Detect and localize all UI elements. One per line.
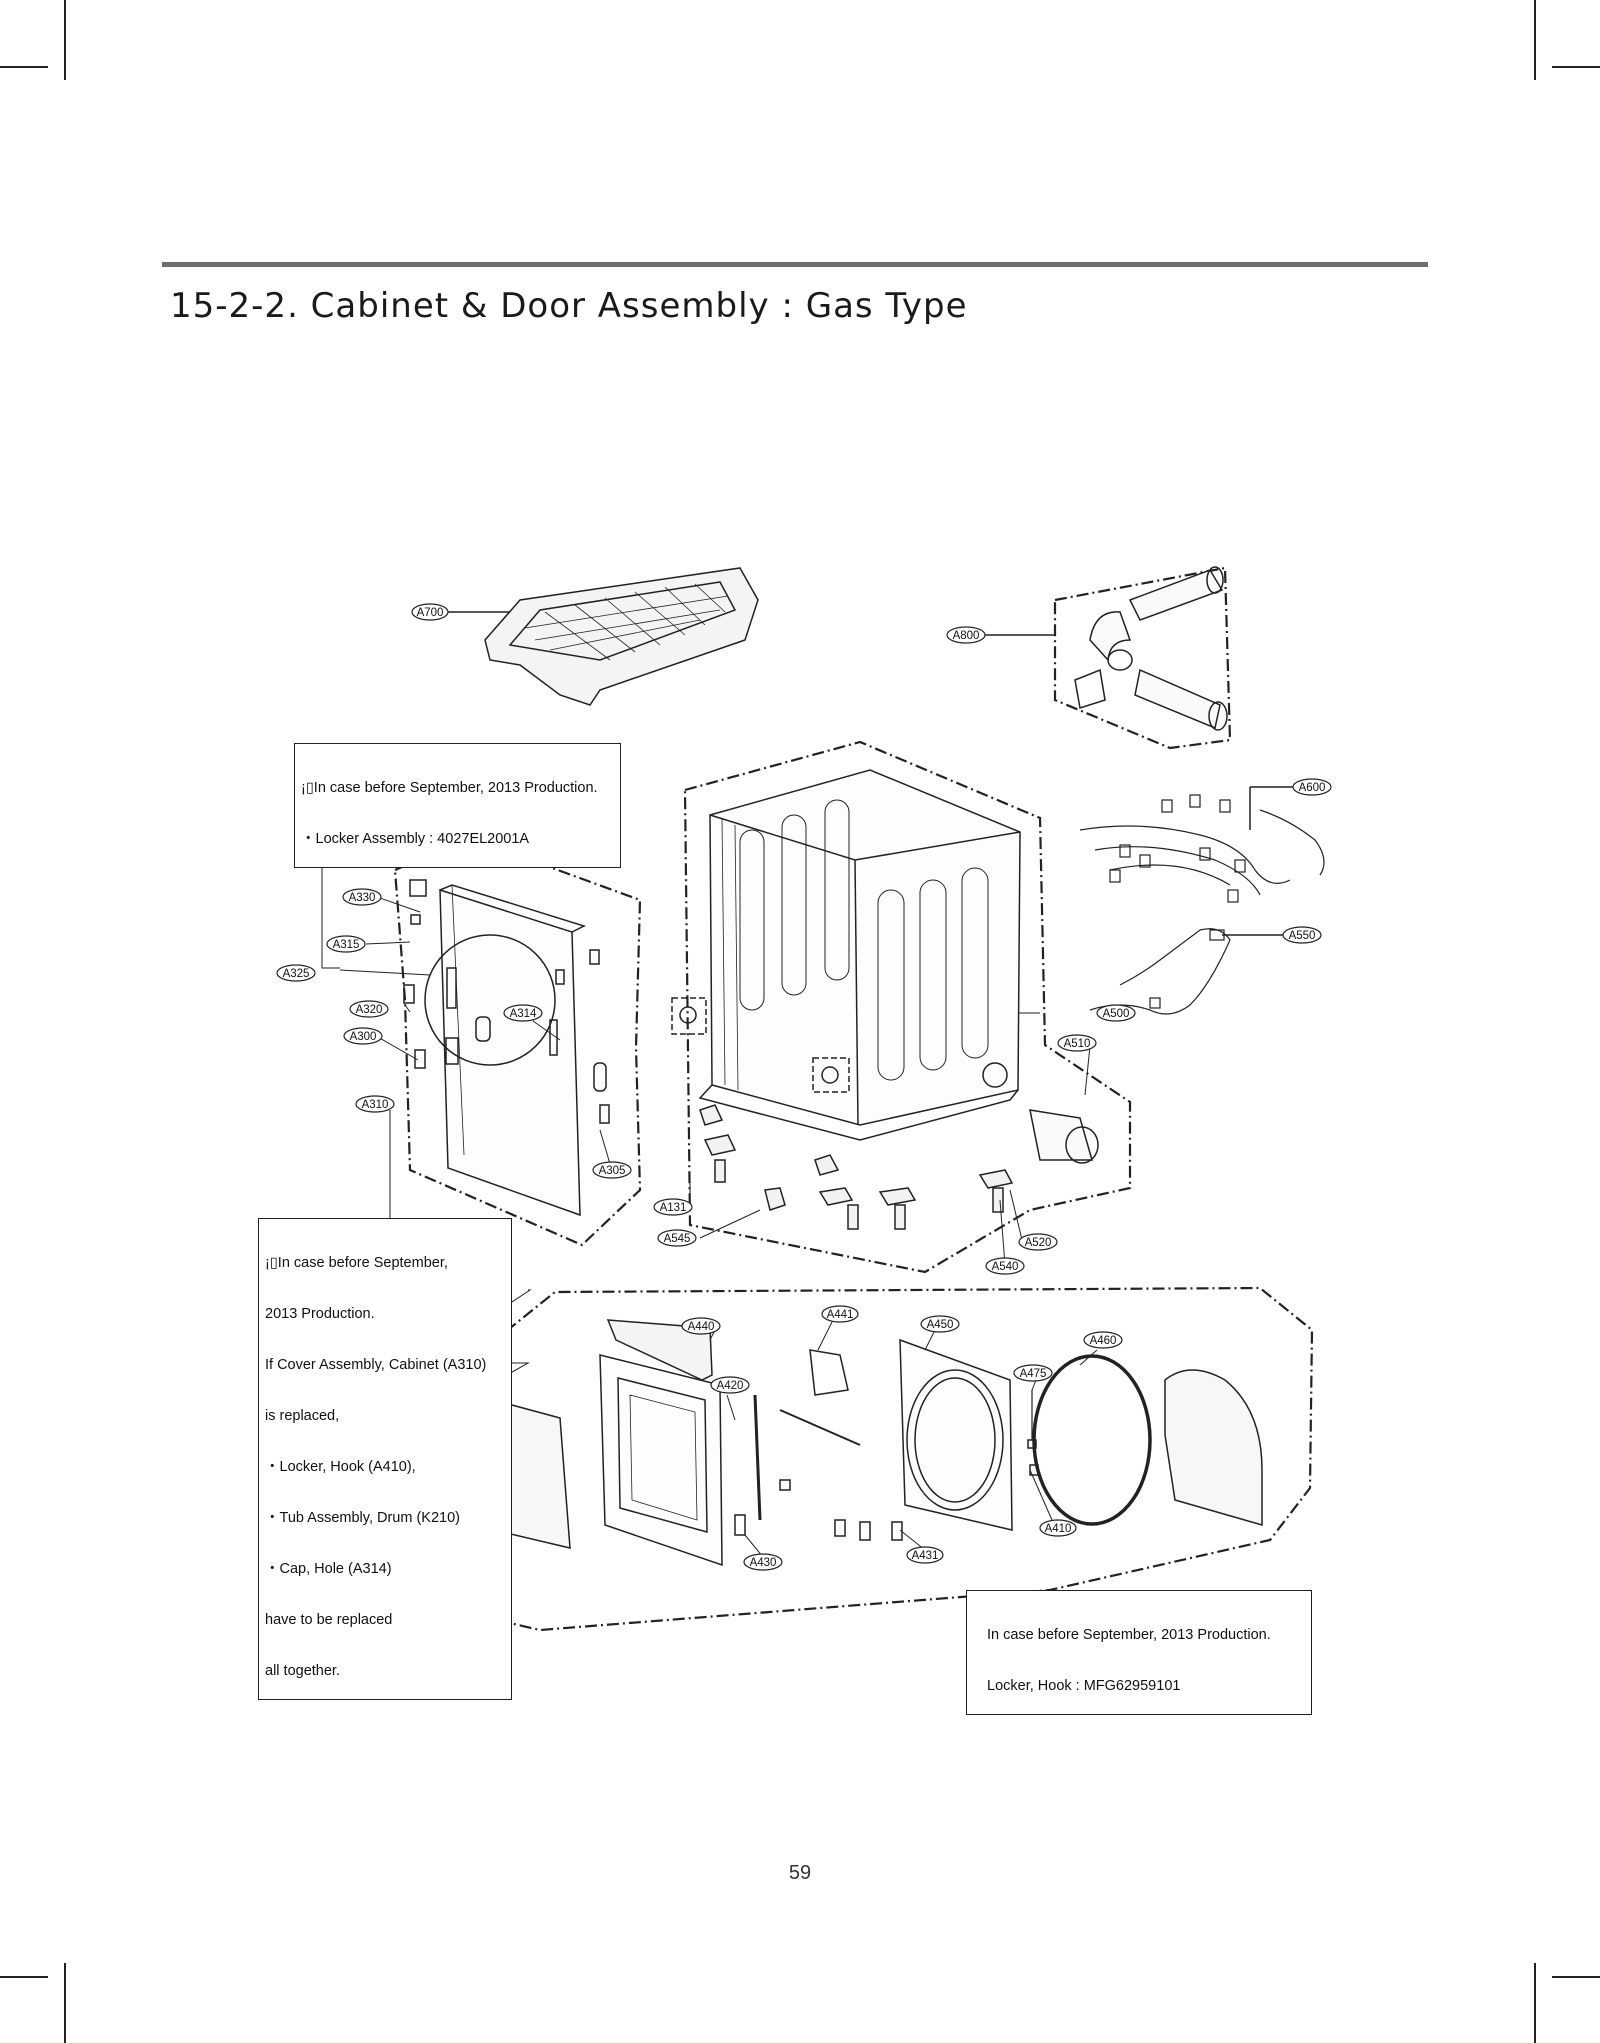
part-label-a475: A475: [1013, 1364, 1053, 1382]
svg-text:A460: A460: [1090, 1335, 1117, 1347]
svg-text:A510: A510: [1064, 1038, 1091, 1050]
note-locker-hook: In case before September, 2013 Productio…: [966, 1590, 1312, 1715]
part-label-a310: A310: [355, 1095, 395, 1113]
header-rule: [162, 262, 1428, 267]
note-line: 2013 Production.: [265, 1306, 375, 1322]
part-label-a540: A540: [985, 1257, 1025, 1275]
part-label-a550: A550: [1282, 926, 1322, 944]
door-assembly-icon: [599, 1354, 723, 1567]
svg-text:A540: A540: [992, 1261, 1019, 1273]
crop-mark: [1534, 0, 1536, 80]
crop-mark: [64, 0, 66, 80]
part-label-a300: A300: [343, 1027, 383, 1045]
svg-text:A600: A600: [1299, 782, 1326, 794]
crop-mark: [1552, 1976, 1600, 1978]
svg-text:A500: A500: [1103, 1008, 1130, 1020]
svg-text:A410: A410: [1045, 1523, 1072, 1535]
note-line: ・Cap, Hole (A314): [265, 1561, 392, 1577]
part-label-a600: A600: [1292, 778, 1332, 796]
note-line: all together.: [265, 1663, 340, 1679]
note-line: ・Tub Assembly, Drum (K210): [265, 1510, 460, 1526]
part-label-a440: A440: [681, 1317, 721, 1335]
svg-text:A330: A330: [349, 892, 376, 904]
crop-mark: [0, 66, 48, 68]
svg-text:A800: A800: [953, 630, 980, 642]
svg-text:A440: A440: [688, 1321, 715, 1333]
part-label-a545: A545: [657, 1229, 697, 1247]
note-line: ¡▯In case before September, 2013 Product…: [301, 780, 598, 796]
part-label-a420: A420: [710, 1376, 750, 1394]
part-label-a520: A520: [1018, 1233, 1058, 1251]
note-line: If Cover Assembly, Cabinet (A310): [265, 1357, 487, 1373]
part-label-a410: A410: [1039, 1519, 1077, 1537]
part-label-a325: A325: [276, 964, 316, 982]
part-label-a460: A460: [1083, 1331, 1123, 1349]
svg-text:A310: A310: [362, 1099, 389, 1111]
svg-text:A420: A420: [717, 1380, 744, 1392]
note-locker-assembly: ¡▯In case before September, 2013 Product…: [294, 743, 621, 868]
note-line: ・Locker Assembly : 4027EL2001A: [301, 831, 530, 847]
part-label-a315: A315: [326, 935, 366, 953]
part-label-a500: A500: [1096, 1004, 1136, 1022]
part-label-a441: A441: [821, 1305, 859, 1323]
note-line: In case before September, 2013 Productio…: [987, 1627, 1271, 1643]
svg-text:A315: A315: [333, 939, 360, 951]
wire-harness-icon: [1079, 794, 1325, 903]
bracket-icon: [679, 1006, 697, 1024]
svg-text:A441: A441: [827, 1309, 854, 1321]
foot-icon: [699, 1104, 1014, 1230]
part-label-a450: A450: [920, 1315, 960, 1333]
note-line: ・Locker, Hook (A410),: [265, 1459, 416, 1475]
svg-text:A300: A300: [350, 1031, 377, 1043]
svg-text:A305: A305: [599, 1165, 626, 1177]
part-label-a330: A330: [342, 888, 382, 906]
svg-text:A314: A314: [510, 1008, 537, 1020]
page-title: 15-2-2. Cabinet & Door Assembly : Gas Ty…: [170, 286, 968, 326]
svg-text:A545: A545: [664, 1233, 691, 1245]
part-label-a700: A700: [411, 603, 449, 621]
part-label-a510: A510: [1057, 1034, 1097, 1052]
svg-text:A700: A700: [417, 607, 444, 619]
door-gasket-icon: [1032, 1354, 1152, 1526]
crop-mark: [64, 1963, 66, 2043]
outlet-duct-icon: [1029, 1109, 1099, 1164]
door-inner-frame-icon: [899, 1338, 1013, 1531]
cabinet-box-icon: [698, 769, 1021, 1141]
part-label-a430: A430: [743, 1553, 783, 1571]
svg-text:A450: A450: [927, 1319, 954, 1331]
svg-text:A131: A131: [660, 1202, 687, 1214]
crop-mark: [0, 1976, 48, 1978]
note-line: ¡▯In case before September,: [265, 1255, 448, 1271]
door-glass-icon: [1164, 1369, 1263, 1526]
part-label-a305: A305: [592, 1161, 632, 1179]
front-cover-panel-icon: [403, 879, 610, 1217]
note-line: Locker, Hook : MFG62959101: [987, 1678, 1181, 1694]
note-line: have to be replaced: [265, 1612, 393, 1628]
note-replacement-parts: ¡▯In case before September, 2013 Product…: [258, 1218, 512, 1700]
part-label-a431: A431: [906, 1546, 944, 1564]
exhaust-duct-kit-icon: [1074, 566, 1228, 731]
crop-mark: [1552, 66, 1600, 68]
svg-text:A520: A520: [1025, 1237, 1052, 1249]
gas-harness-icon: [1089, 928, 1231, 1015]
svg-text:A475: A475: [1020, 1368, 1047, 1380]
svg-text:A550: A550: [1289, 930, 1316, 942]
part-label-a131: A131: [653, 1198, 693, 1216]
part-label-a314: A314: [503, 1004, 543, 1022]
hinge-bracket-icon: [734, 1349, 903, 1541]
part-label-a320: A320: [349, 1000, 389, 1018]
crop-mark: [1534, 1963, 1536, 2043]
svg-text:A325: A325: [283, 968, 310, 980]
note-line: is replaced,: [265, 1408, 340, 1424]
svg-text:A430: A430: [750, 1557, 777, 1569]
part-label-a800: A800: [946, 626, 986, 644]
svg-text:A431: A431: [912, 1550, 939, 1562]
page-number: 59: [788, 1862, 812, 1884]
dryer-top-plate-icon: [484, 567, 759, 706]
svg-text:A320: A320: [356, 1004, 383, 1016]
